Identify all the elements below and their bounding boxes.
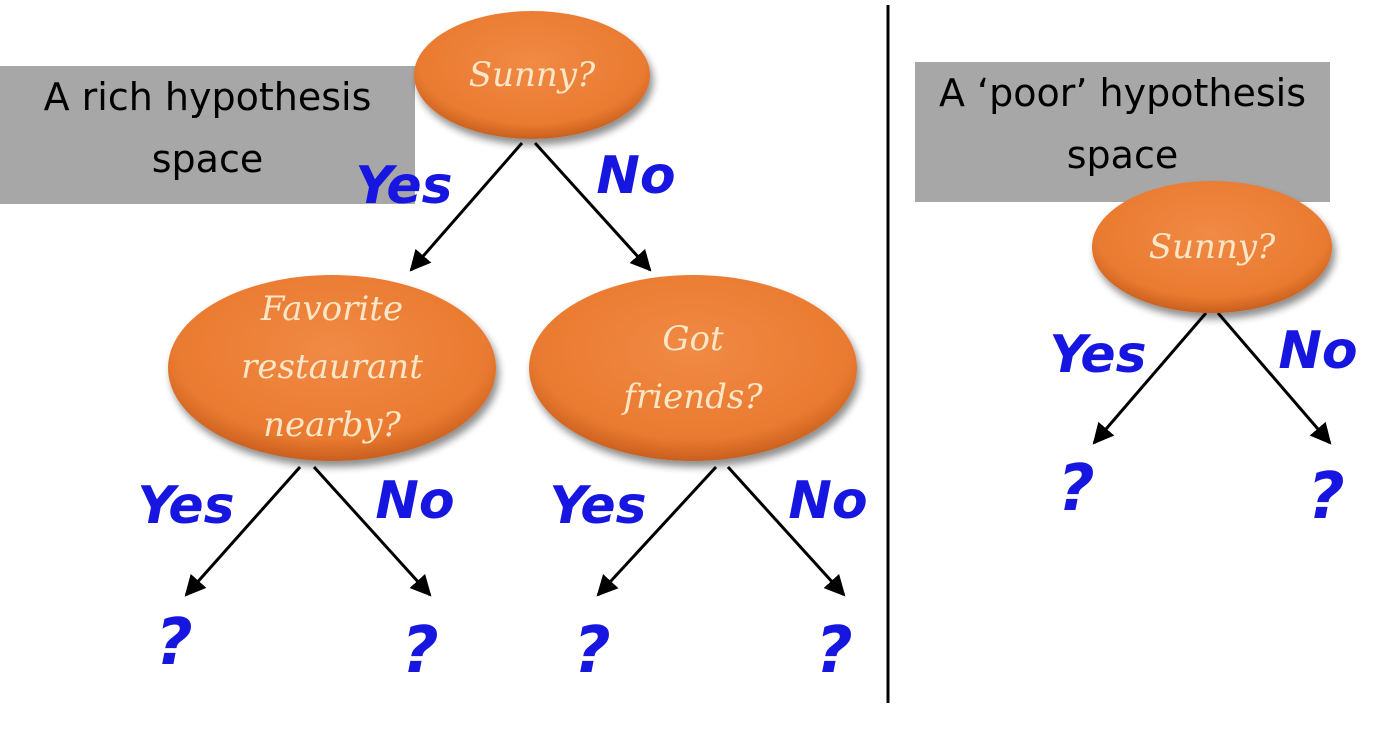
edge-poor-yes bbox=[1092, 312, 1208, 445]
leaf-unknown: ? bbox=[815, 614, 852, 688]
root-node-label: Sunny? bbox=[469, 55, 596, 95]
branch-label-friends-yes: Yes bbox=[549, 476, 646, 536]
leaf-unknown: ? bbox=[155, 606, 192, 680]
branch-label-restaurant-no: No bbox=[375, 471, 454, 531]
node-got-friends bbox=[529, 275, 857, 461]
branch-label-yes: Yes bbox=[355, 156, 452, 216]
edge-restaurant-yes bbox=[184, 466, 302, 597]
branch-label-no: No bbox=[596, 146, 675, 206]
node-restaurant-line3: nearby? bbox=[263, 405, 402, 445]
node-restaurant-line1: Favorite bbox=[260, 289, 403, 329]
rich-hypothesis-label-line2: space bbox=[151, 137, 264, 181]
node-favorite-restaurant bbox=[168, 275, 496, 461]
rich-hypothesis-label: A rich hypothesis space bbox=[0, 66, 415, 204]
poor-branch-label-yes: Yes bbox=[1049, 325, 1146, 385]
edge-friends-yes bbox=[596, 465, 718, 597]
poor-leaf-unknown: ? bbox=[1307, 460, 1344, 534]
branch-label-restaurant-yes: Yes bbox=[137, 476, 234, 536]
node-restaurant-line2: restaurant bbox=[241, 347, 423, 387]
edge-friends-no bbox=[726, 465, 846, 597]
rich-hypothesis-label-line1: A rich hypothesis bbox=[43, 75, 372, 119]
node-friends-line1: Got bbox=[662, 319, 724, 359]
edge-root-yes bbox=[409, 142, 524, 272]
root-node-sunny bbox=[414, 11, 650, 139]
poor-hypothesis-label-line2: space bbox=[1066, 133, 1179, 177]
poor-root-node-sunny bbox=[1092, 181, 1332, 313]
node-friends-line2: friends? bbox=[620, 377, 763, 417]
poor-leaf-unknown: ? bbox=[1057, 452, 1094, 526]
poor-root-node-label: Sunny? bbox=[1149, 227, 1276, 267]
leaf-unknown: ? bbox=[573, 614, 610, 688]
edge-restaurant-no bbox=[312, 465, 432, 597]
poor-hypothesis-label: A ‘poor’ hypothesis space bbox=[915, 62, 1330, 202]
edge-root-no bbox=[533, 141, 652, 272]
poor-hypothesis-label-line1: A ‘poor’ hypothesis bbox=[938, 71, 1306, 115]
poor-branch-label-no: No bbox=[1278, 321, 1357, 381]
leaf-unknown: ? bbox=[401, 614, 438, 688]
branch-label-friends-no: No bbox=[788, 471, 867, 531]
edge-poor-no bbox=[1216, 312, 1332, 445]
